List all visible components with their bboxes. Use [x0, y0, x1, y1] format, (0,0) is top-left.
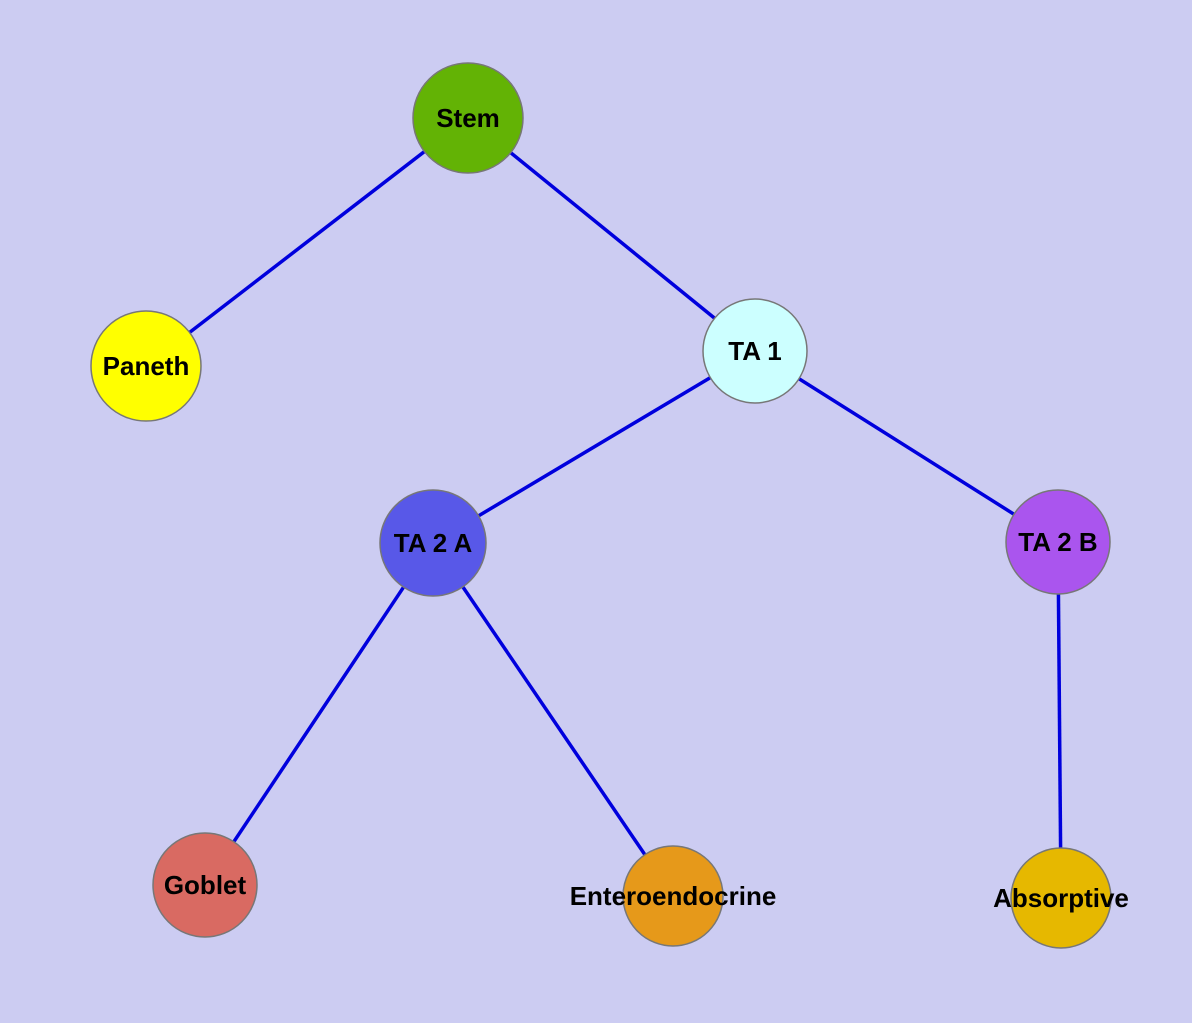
node-circle-absorptive	[1010, 847, 1112, 949]
node-label-absorptive: Absorptive	[993, 883, 1129, 913]
node-label-ta-1: TA 1	[728, 336, 781, 366]
node-label-enteroendocrine: Enteroendocrine	[570, 881, 777, 911]
edge-stem-paneth	[144, 116, 470, 368]
node-label-ta-2-a: TA 2 A	[394, 528, 473, 558]
node-label-goblet: Goblet	[164, 870, 247, 900]
node-circle-paneth	[90, 310, 202, 422]
node-circle-ta-2-b	[1005, 489, 1111, 595]
node-ta-1: TA 1	[702, 298, 808, 404]
edge-ta-2-b-absorptive	[1056, 541, 1063, 899]
node-goblet: Goblet	[152, 832, 258, 938]
edge-ta-1-ta-2-b	[754, 349, 1059, 544]
edge-ta-1-ta-2-a	[432, 349, 756, 545]
node-ta-2-b: TA 2 B	[1005, 489, 1111, 595]
edge-ta-2-a-goblet	[203, 542, 435, 886]
node-circle-goblet	[152, 832, 258, 938]
node-stem: Stem	[412, 62, 524, 174]
node-circle-stem	[412, 62, 524, 174]
node-circle-ta-2-a	[379, 489, 487, 597]
node-paneth: Paneth	[90, 310, 202, 422]
edge-ta-2-a-enteroendocrine	[431, 542, 675, 897]
edge-stem-ta-1	[466, 116, 757, 353]
node-label-paneth: Paneth	[103, 351, 190, 381]
node-label-stem: Stem	[436, 103, 500, 133]
node-absorptive: Absorptive	[993, 847, 1129, 949]
node-label-ta-2-b: TA 2 B	[1018, 527, 1097, 557]
node-ta-2-a: TA 2 A	[379, 489, 487, 597]
node-enteroendocrine: Enteroendocrine	[570, 845, 777, 947]
node-circle-enteroendocrine	[622, 845, 724, 947]
node-circle-ta-1	[702, 298, 808, 404]
